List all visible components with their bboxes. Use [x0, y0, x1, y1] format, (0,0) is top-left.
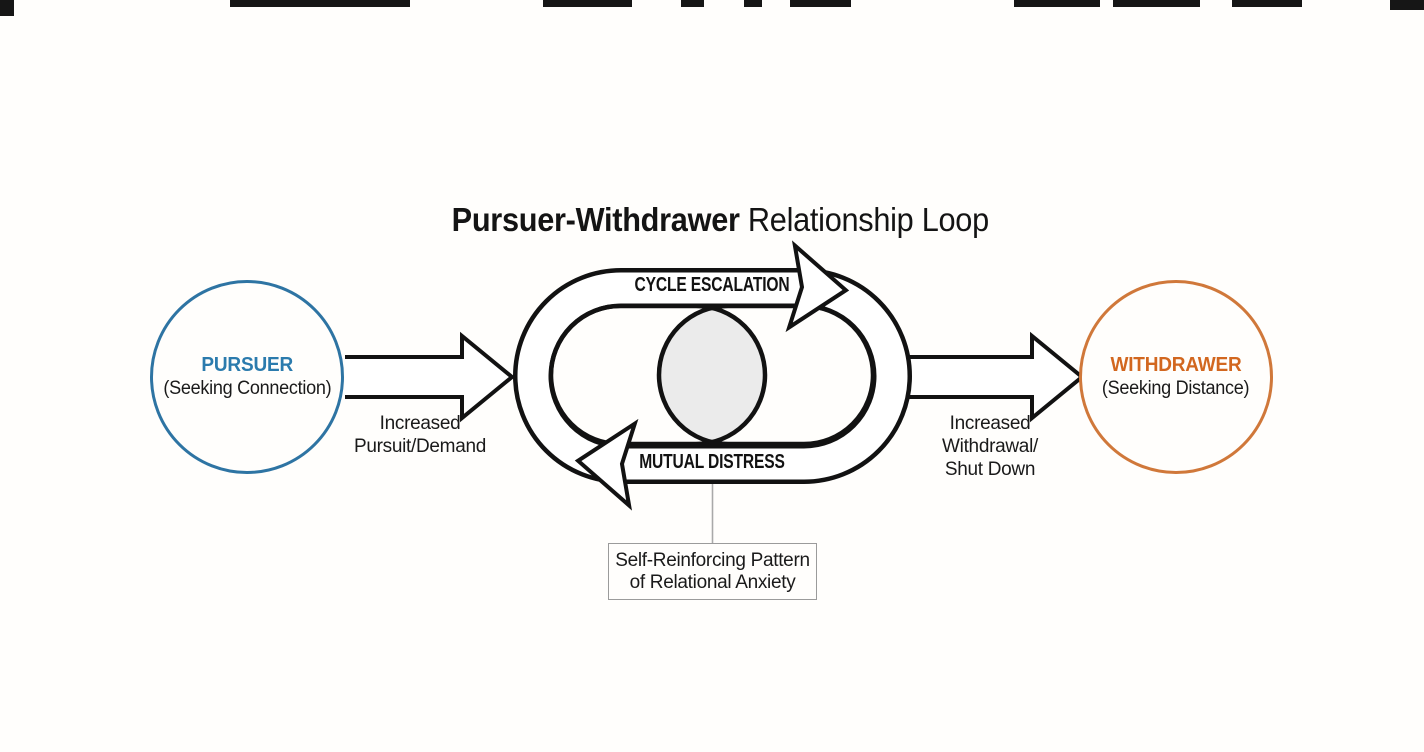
- cropped-text-artifact: [681, 0, 704, 7]
- page-title: Pursuer-Withdrawer Relationship Loop: [50, 163, 1374, 239]
- loop-arrowhead-top-right: [785, 240, 850, 333]
- cropped-text-artifact: [0, 0, 14, 16]
- rings-overlap-shade: [659, 306, 765, 444]
- cropped-text-artifact: [1014, 0, 1100, 7]
- title-regular-part: Relationship Loop: [739, 201, 989, 238]
- increased-pursuit-line1: Increased: [379, 413, 461, 434]
- loop-arrowhead-bottom-left: [574, 418, 639, 511]
- pursuer-name: PURSUER: [201, 353, 293, 376]
- withdrawer-node: WITHDRAWER (Seeking Distance): [1079, 280, 1273, 474]
- outer-loop-band-fill: [517, 272, 908, 480]
- increased-withdrawal-line3: Shut Down: [944, 459, 1036, 480]
- inner-ring-left: [548, 303, 768, 447]
- increased-pursuit-line2: Pursuit/Demand: [353, 436, 487, 457]
- cropped-text-artifact: [744, 0, 762, 7]
- title-bold-part: Pursuer-Withdrawer: [451, 201, 740, 238]
- right-arrow-shape: [908, 336, 1082, 418]
- withdrawer-subtitle: (Seeking Distance): [1102, 377, 1250, 399]
- cropped-text-artifact: [1232, 0, 1302, 7]
- callout-line2: of Relational Anxiety: [629, 571, 796, 593]
- increased-withdrawal-line1: Increased: [949, 413, 1031, 434]
- cropped-text-artifact: [230, 0, 410, 7]
- pursuer-node: PURSUER (Seeking Connection): [150, 280, 344, 474]
- callout-line1: Self-Reinforcing Pattern: [615, 549, 810, 571]
- cropped-text-artifact: [1113, 0, 1200, 7]
- cropped-text-artifact: [790, 0, 851, 7]
- left-arrow-outline: [345, 331, 516, 423]
- increased-pursuit-label: Increased Pursuit/Demand: [320, 412, 520, 458]
- withdrawer-name: WITHDRAWER: [1110, 353, 1242, 376]
- inner-ring-right: [656, 303, 876, 447]
- increased-withdrawal-line2: Withdrawal/: [942, 436, 1038, 457]
- cropped-text-artifact: [1390, 0, 1424, 10]
- pursuer-subtitle: (Seeking Connection): [163, 377, 331, 399]
- self-reinforcing-callout: Self-Reinforcing Pattern of Relational A…: [608, 543, 817, 600]
- mutual-distress-label: MUTUAL DISTRESS: [639, 451, 785, 473]
- increased-withdrawal-label: Increased Withdrawal/ Shut Down: [890, 412, 1090, 481]
- left-arrow-shape: [345, 336, 512, 418]
- cropped-text-artifact: [543, 0, 632, 7]
- cycle-escalation-label: CYCLE ESCALATION: [634, 274, 790, 296]
